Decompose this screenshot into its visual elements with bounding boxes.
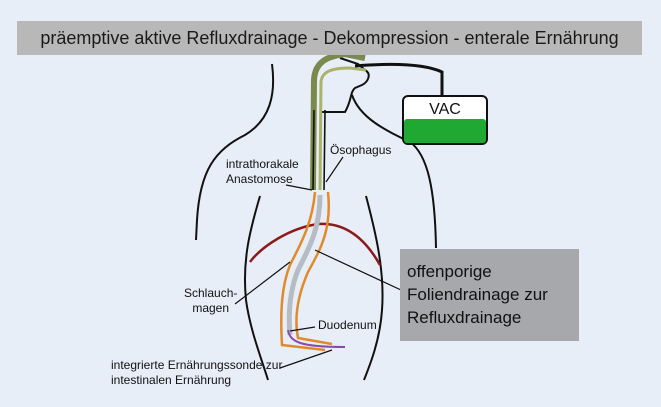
- label-anastomosis-line-1: intrathorakale: [226, 157, 299, 171]
- callout-text: offenporige Foliendrainage zur Refluxdra…: [407, 260, 577, 329]
- leader-anastomosis: [285, 184, 313, 191]
- diagram-title: präemptive aktive Refluxdrainage - Dekom…: [40, 27, 619, 48]
- feeding-tube: [287, 329, 346, 348]
- label-tube-stomach: Schlauch- magen: [184, 286, 237, 316]
- label-feeding-tube-line-2: intestinalen Ernährung: [111, 373, 232, 387]
- label-anastomosis: intrathorakale Anastomose: [226, 157, 299, 187]
- leader-tube-stomach: [234, 261, 291, 305]
- leader-oesophagus: [325, 156, 344, 183]
- label-oesophagus: Ösophagus: [330, 143, 392, 157]
- gastric-tube-outline-left: [280, 191, 326, 352]
- head-profile: [322, 57, 370, 113]
- callout-box: [400, 249, 579, 341]
- vac-connection-tube: [354, 62, 444, 100]
- callout-line-1: offenporige: [407, 262, 492, 281]
- label-feeding-tube: integrierte Ernährungssonde zur intestin…: [111, 358, 282, 388]
- neck-shoulder-left: [195, 63, 275, 241]
- label-anastomosis-line-2: Anastomose: [226, 172, 293, 186]
- esophagus-wall-right: [323, 109, 326, 191]
- gastric-tube-outline-right: [295, 191, 333, 346]
- label-tube-stomach-line-1: Schlauch-: [184, 286, 238, 300]
- title-bar: präemptive aktive Refluxdrainage - Dekom…: [17, 21, 642, 55]
- torso-right: [363, 195, 384, 381]
- label-tube-stomach-line-2: magen: [192, 301, 230, 315]
- leader-feeding: [279, 349, 333, 369]
- leader-duodenum: [289, 326, 316, 332]
- callout-line-3: Refluxdrainage: [407, 308, 522, 327]
- film-drain-inner: [286, 194, 323, 336]
- vac-fluid: [404, 119, 486, 143]
- leader-callout: [314, 249, 402, 291]
- callout-line-2: Foliendrainage zur: [407, 285, 548, 304]
- torso-left: [243, 195, 269, 381]
- vac-label: VAC: [429, 101, 461, 118]
- label-feeding-tube-line-1: integrierte Ernährungssonde zur: [111, 358, 283, 372]
- drain-tube-inner: [318, 66, 367, 191]
- label-duodenum: Duodenum: [318, 318, 377, 332]
- esophagus-wall-left: [312, 109, 315, 191]
